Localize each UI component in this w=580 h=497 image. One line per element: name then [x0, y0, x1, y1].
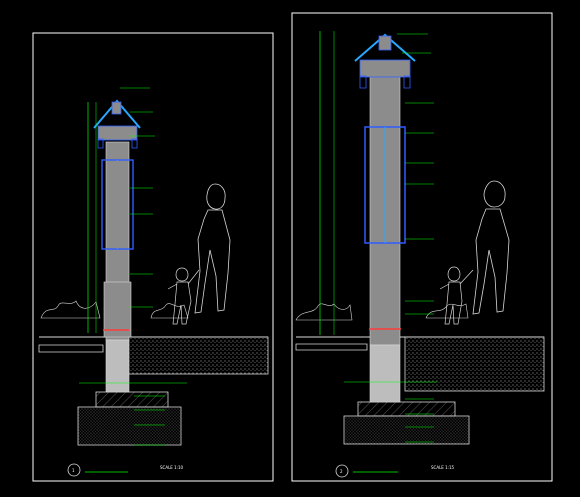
planting-left-1 [40, 300, 101, 319]
column-1-left-top-tab [97, 138, 104, 149]
planting-right-2 [425, 303, 469, 319]
planting-right-1 [150, 303, 189, 319]
sheet-2-drawing: 2 SCALE 1:15 [295, 31, 545, 478]
left-soil-2 [295, 343, 368, 351]
sheet-2-title-circle [335, 464, 349, 478]
column-2-roof-ornament [378, 35, 392, 51]
sheet-2-scale: SCALE 1:15 [431, 465, 455, 470]
human-adult-1 [194, 183, 231, 314]
sheet-frame-2 [291, 12, 553, 482]
column-2-left-top-tab [359, 75, 367, 89]
foundation-block-1 [77, 406, 182, 446]
column-2-right-top-tab [403, 75, 411, 89]
column-1-roof-ornament [111, 101, 122, 115]
column-1-cap [97, 125, 138, 141]
column-1-lower [103, 281, 132, 338]
foundation-block-2 [343, 415, 470, 445]
human-child-1 [167, 267, 200, 325]
sheet-1-title-circle [67, 463, 81, 477]
column-1-underground [105, 339, 130, 393]
column-2-cap [359, 59, 411, 78]
foundation-top-2 [357, 401, 456, 417]
column-1-roof [93, 99, 141, 129]
sheet-1-title-number: 1 [72, 468, 75, 473]
sheet-1-scale: SCALE 1:10 [160, 465, 184, 470]
sheet-2-title-number: 2 [340, 469, 343, 474]
ground-fill-2 [404, 336, 545, 392]
column-1-right-top-tab [131, 138, 138, 149]
planting-left-2 [295, 303, 353, 321]
foundation-top-1 [95, 391, 169, 408]
human-child-2 [439, 266, 474, 325]
ground-fill-1 [122, 336, 269, 375]
left-soil-1 [38, 344, 104, 353]
human-adult-2 [472, 180, 510, 315]
column-2-underground [369, 344, 401, 403]
column-2-roof [354, 33, 416, 62]
sheet-1-drawing: 1 SCALE 1:10 [38, 87, 269, 477]
sheet-frame-1 [32, 32, 274, 482]
